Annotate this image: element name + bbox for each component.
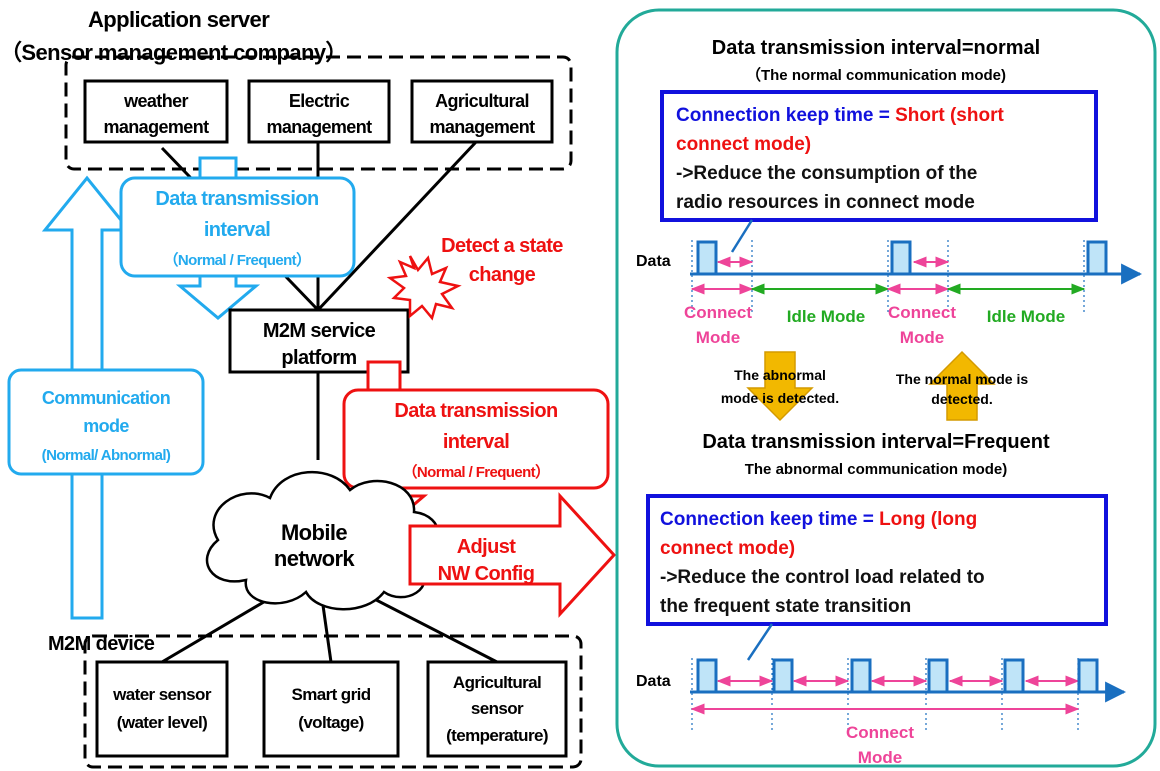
app-agricultural-management: Agricultural management [410,79,554,144]
mobile-network-label-2: network [274,546,356,571]
svg-text:platform: platform [281,347,356,369]
normal-info-box: Connection keep time = Short (short conn… [660,90,1098,222]
app-electric-management: Electric management [247,79,391,144]
svg-text:management: management [429,117,535,137]
svg-text:(water level): (water level) [117,713,207,732]
frequent-data-label: Data [636,673,671,690]
frequent-title: Data transmission interval=Frequent [702,431,1050,453]
connect-mode-label-3: Connect [846,723,914,742]
svg-text:（Normal / Frequent）: （Normal / Frequent） [403,463,550,481]
svg-text:(Normal/ Abnormal): (Normal/ Abnormal) [42,447,171,464]
frequent-data-packet-5 [1077,658,1099,694]
svg-text:sensor: sensor [471,699,524,718]
app-server-subtitle: （Sensor management company） [0,40,347,65]
svg-text:the frequent state transition: the frequent state transition [660,596,911,617]
device-smart-grid: Smart grid (voltage) [262,660,400,758]
svg-text:Electric: Electric [289,91,350,111]
svg-text:interval: interval [204,219,270,241]
svg-text:Communication: Communication [42,388,170,408]
app-server-title: Application server [88,7,270,32]
normal-detected-up-arrow [928,350,996,421]
normal-box-prefix: Connection keep time = [676,105,895,126]
svg-text:Agricultural: Agricultural [453,673,541,692]
abnormal-detected-label: The abnormal [734,367,826,383]
frequent-box-prefix: Connection keep time = [660,509,879,530]
svg-text:M2M service: M2M service [263,320,376,342]
device-water-sensor: water sensor (water level) [95,660,229,758]
connect-mode-label-3b: Mode [858,748,902,767]
mobile-network-label: Mobile [281,520,347,545]
svg-text:(temperature): (temperature) [446,726,548,745]
adjust-nw-config-arrow [408,492,617,618]
frequent-box-value: Long (long [879,509,977,530]
normal-subtitle: （The normal communication mode) [746,66,1006,84]
svg-text:Connection keep time = Short (: Connection keep time = Short (short [676,105,1004,126]
abnormal-detected-label-2: mode is detected. [721,390,839,406]
frequent-data-packet-4 [1003,658,1025,694]
svg-text:Data transmission: Data transmission [394,400,557,422]
normal-data-packet-1 [890,240,912,276]
normal-data-label: Data [636,253,671,270]
adjust-label: Adjust [457,536,517,558]
app-server-group [64,55,573,171]
abnormal-detected-down-arrow [746,351,814,422]
svg-text:->Reduce the control load rela: ->Reduce the control load related to [660,567,985,588]
connect-mode-label-2b: Mode [900,328,944,347]
connect-mode-label-1: Connect [684,303,752,322]
svg-text:radio resources in connect mod: radio resources in connect mode [676,192,975,213]
device-agricultural-sensor: Agricultural sensor (temperature) [426,660,568,758]
normal-box-value: Short (short [895,105,1004,126]
svg-text:water sensor: water sensor [112,685,212,704]
connect-mode-label-2: Connect [888,303,956,322]
normal-box-pointer [730,219,754,253]
svg-text:mode: mode [83,416,129,436]
svg-text:->Reduce the consumption of th: ->Reduce the consumption of the [676,163,977,184]
m2m-device-title: M2M device [48,633,155,655]
normal-detected-label: The normal mode is [896,371,1028,387]
frequent-subtitle: The abnormal communication mode) [745,461,1008,478]
svg-text:(voltage): (voltage) [298,713,363,732]
normal-title: Data transmission interval=normal [712,37,1040,59]
normal-detected-label-2: detected. [931,391,992,407]
svg-text:management: management [266,117,372,137]
frequent-data-packet-3 [927,658,949,694]
idle-mode-label-1: Idle Mode [787,307,865,326]
svg-text:Smart grid: Smart grid [291,685,370,704]
svg-text:connect mode): connect mode) [660,538,795,559]
frequent-data-packet-2 [850,658,872,694]
lower-data-transmission-callout: Data transmission interval （Normal / Fre… [342,388,610,490]
svg-text:management: management [103,117,209,137]
communication-mode-callout: Communication mode (Normal/ Abnormal) [7,368,205,476]
normal-data-packet-2 [1086,240,1108,276]
svg-text:interval: interval [443,431,509,453]
frequent-data-packet-1 [772,658,794,694]
svg-text:（Normal / Frequent）: （Normal / Frequent） [164,251,311,269]
frequent-box-pointer [746,623,774,661]
svg-text:connect mode): connect mode) [676,134,811,155]
right-panel [615,8,1157,768]
app-weather-management: weather management [83,79,229,144]
frequent-timeline [690,658,1127,730]
idle-mode-label-2: Idle Mode [987,307,1065,326]
frequent-data-packet-0 [696,658,718,694]
svg-text:weather: weather [123,91,188,111]
nw-config-label: NW Config [438,563,535,585]
svg-text:Connection keep time = Long (l: Connection keep time = Long (long [660,509,977,530]
normal-timeline [690,240,1143,312]
detect-state-change-label-2: change [469,264,536,286]
state-change-burst-icon [386,255,462,321]
svg-text:Data transmission: Data transmission [155,188,318,210]
m2m-device-group [83,634,583,769]
svg-text:Agricultural: Agricultural [435,91,529,111]
upper-data-transmission-callout: Data transmission interval （Normal / Fre… [119,176,356,278]
normal-data-packet-0 [696,240,718,276]
detect-state-change-label: Detect a state [441,235,563,257]
frequent-info-box: Connection keep time = Long (long connec… [646,494,1108,626]
connect-mode-label-1b: Mode [696,328,740,347]
